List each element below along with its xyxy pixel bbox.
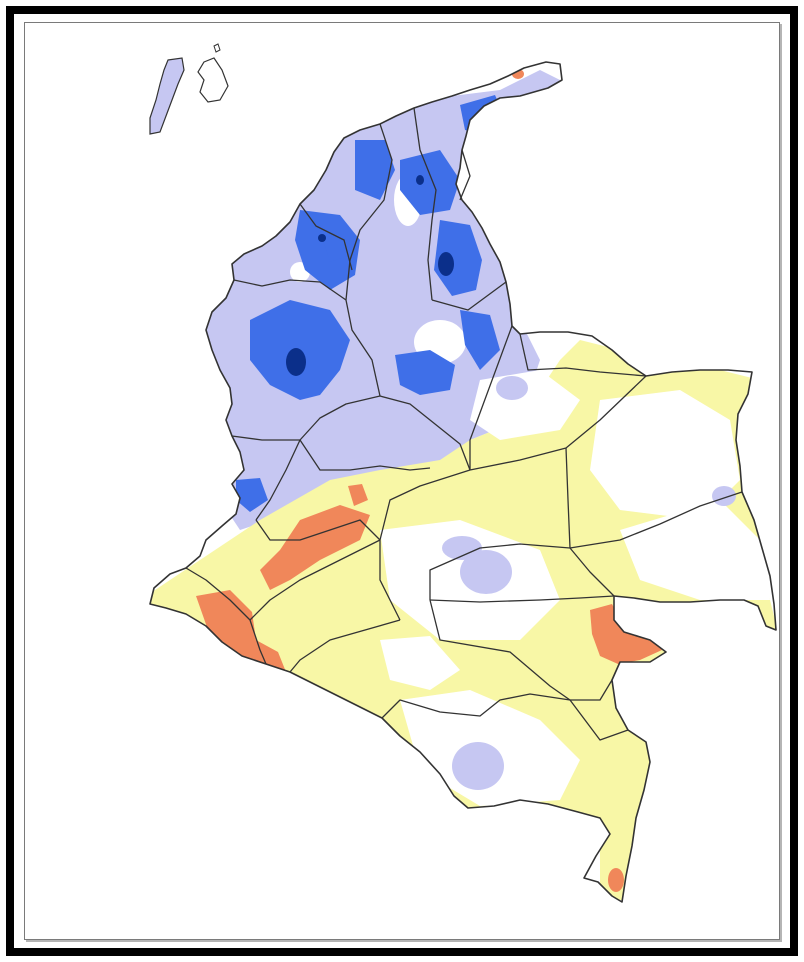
region-south-normal <box>380 636 460 690</box>
boundary-line <box>459 149 471 201</box>
boundary-line <box>519 333 647 377</box>
boundary-line <box>299 203 353 271</box>
region-north-wet <box>460 310 500 370</box>
region-south-slightly-wet <box>452 742 504 790</box>
island-small <box>213 43 221 53</box>
region-southwest-dry <box>348 484 368 506</box>
region-east-slightly-wet <box>442 536 482 560</box>
boundary-line <box>255 519 381 541</box>
region-east-slightly-wet <box>496 376 528 400</box>
boundary-line <box>231 435 300 441</box>
boundary-line <box>429 543 571 600</box>
region-south-dry <box>608 868 624 892</box>
region-north-very-wet <box>318 234 326 242</box>
boundary-line <box>379 469 471 621</box>
boundary-line <box>249 539 381 621</box>
region-east-slightly-wet <box>712 486 736 506</box>
region-north-wet <box>320 230 350 262</box>
region-north-very-wet <box>416 175 424 185</box>
region-east-normal <box>590 390 740 520</box>
region-north-wet <box>355 140 395 200</box>
region-north-wet <box>395 350 455 395</box>
boundary-line <box>249 619 267 665</box>
boundary-line <box>429 595 615 603</box>
boundary-line <box>569 547 615 597</box>
region-north-wet <box>434 220 482 296</box>
region-east-dry <box>590 604 662 664</box>
boundary-line <box>469 325 513 470</box>
boundary-line <box>289 619 401 673</box>
boundary-line <box>381 693 571 719</box>
region-north-wet <box>236 478 268 512</box>
boundary-line <box>431 281 507 311</box>
boundary-line <box>429 599 571 701</box>
region-southwest-dry <box>196 590 286 676</box>
region-north-very-wet <box>438 252 454 276</box>
boundary-line <box>570 679 613 701</box>
boundary-line <box>565 447 571 549</box>
country-border <box>149 61 777 903</box>
region-north-very-wet <box>286 348 306 376</box>
island-providencia <box>197 57 229 103</box>
boundary-line <box>569 491 743 549</box>
region-north-wet <box>400 150 460 215</box>
department-boundaries <box>185 107 743 741</box>
region-east-slightly-wet <box>460 550 512 594</box>
boundary-line <box>185 567 251 621</box>
boundary-line <box>569 699 629 741</box>
boundary-line <box>299 439 431 471</box>
boundary-line <box>233 279 347 301</box>
boundary-line <box>379 395 471 471</box>
island-san-andres <box>149 57 185 135</box>
boundary-line <box>413 107 437 301</box>
